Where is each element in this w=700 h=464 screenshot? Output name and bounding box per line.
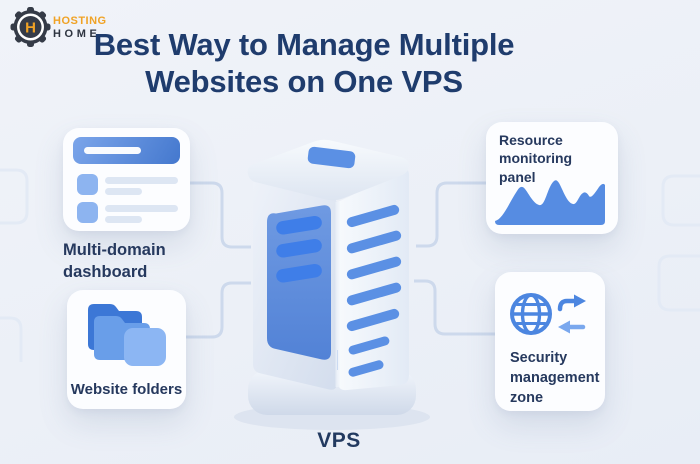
server-front-panel [267,205,331,360]
multi-domain-dashboard-label: Multi-domain dashboard [63,241,166,281]
server-panel-bars [276,215,322,283]
server-front-face [253,179,337,390]
server-base-band [266,350,404,396]
website-folders-card: Website folders [67,290,186,409]
security-zone-label: Security management zone [510,350,600,406]
vps-caption: VPS [317,429,361,452]
dashboard-mockup-header [73,137,180,164]
transfer-arrows-icon [557,294,586,334]
server-pedestal [248,370,416,415]
resource-monitoring-label: Resource monitoring panel [499,132,573,185]
server-shadow [234,404,430,430]
server-top-face [247,139,410,201]
multi-domain-dashboard-card [63,128,190,231]
globe-transfer-icon [510,293,586,335]
hosting-home-logo: H HOSTING HOME [10,7,107,47]
connector-dashboard-to-server [190,181,251,249]
resource-monitoring-card: Resource monitoring panel [486,122,618,234]
security-zone-card: Security management zone [495,272,605,411]
stacked-folders-icon [88,304,166,366]
gear-badge-icon: H [10,7,51,47]
resource-usage-area-chart-icon [495,180,605,225]
vps-server-illustration [234,139,430,430]
connector-security-to-server [414,279,495,336]
connector-monitoring-to-server [416,181,486,248]
website-folders-label: Website folders [70,381,183,398]
page-title: Best Way to Manage Multiple Websites on … [93,27,515,100]
brand-name-bottom: HOME [53,28,100,40]
brand-name-top: HOSTING [53,15,107,27]
server-top-button [307,146,356,169]
connector-folders-to-server [186,281,251,339]
server-right-face [338,169,409,391]
server-vent-slats [346,204,402,377]
logo-monogram: H [25,20,36,37]
